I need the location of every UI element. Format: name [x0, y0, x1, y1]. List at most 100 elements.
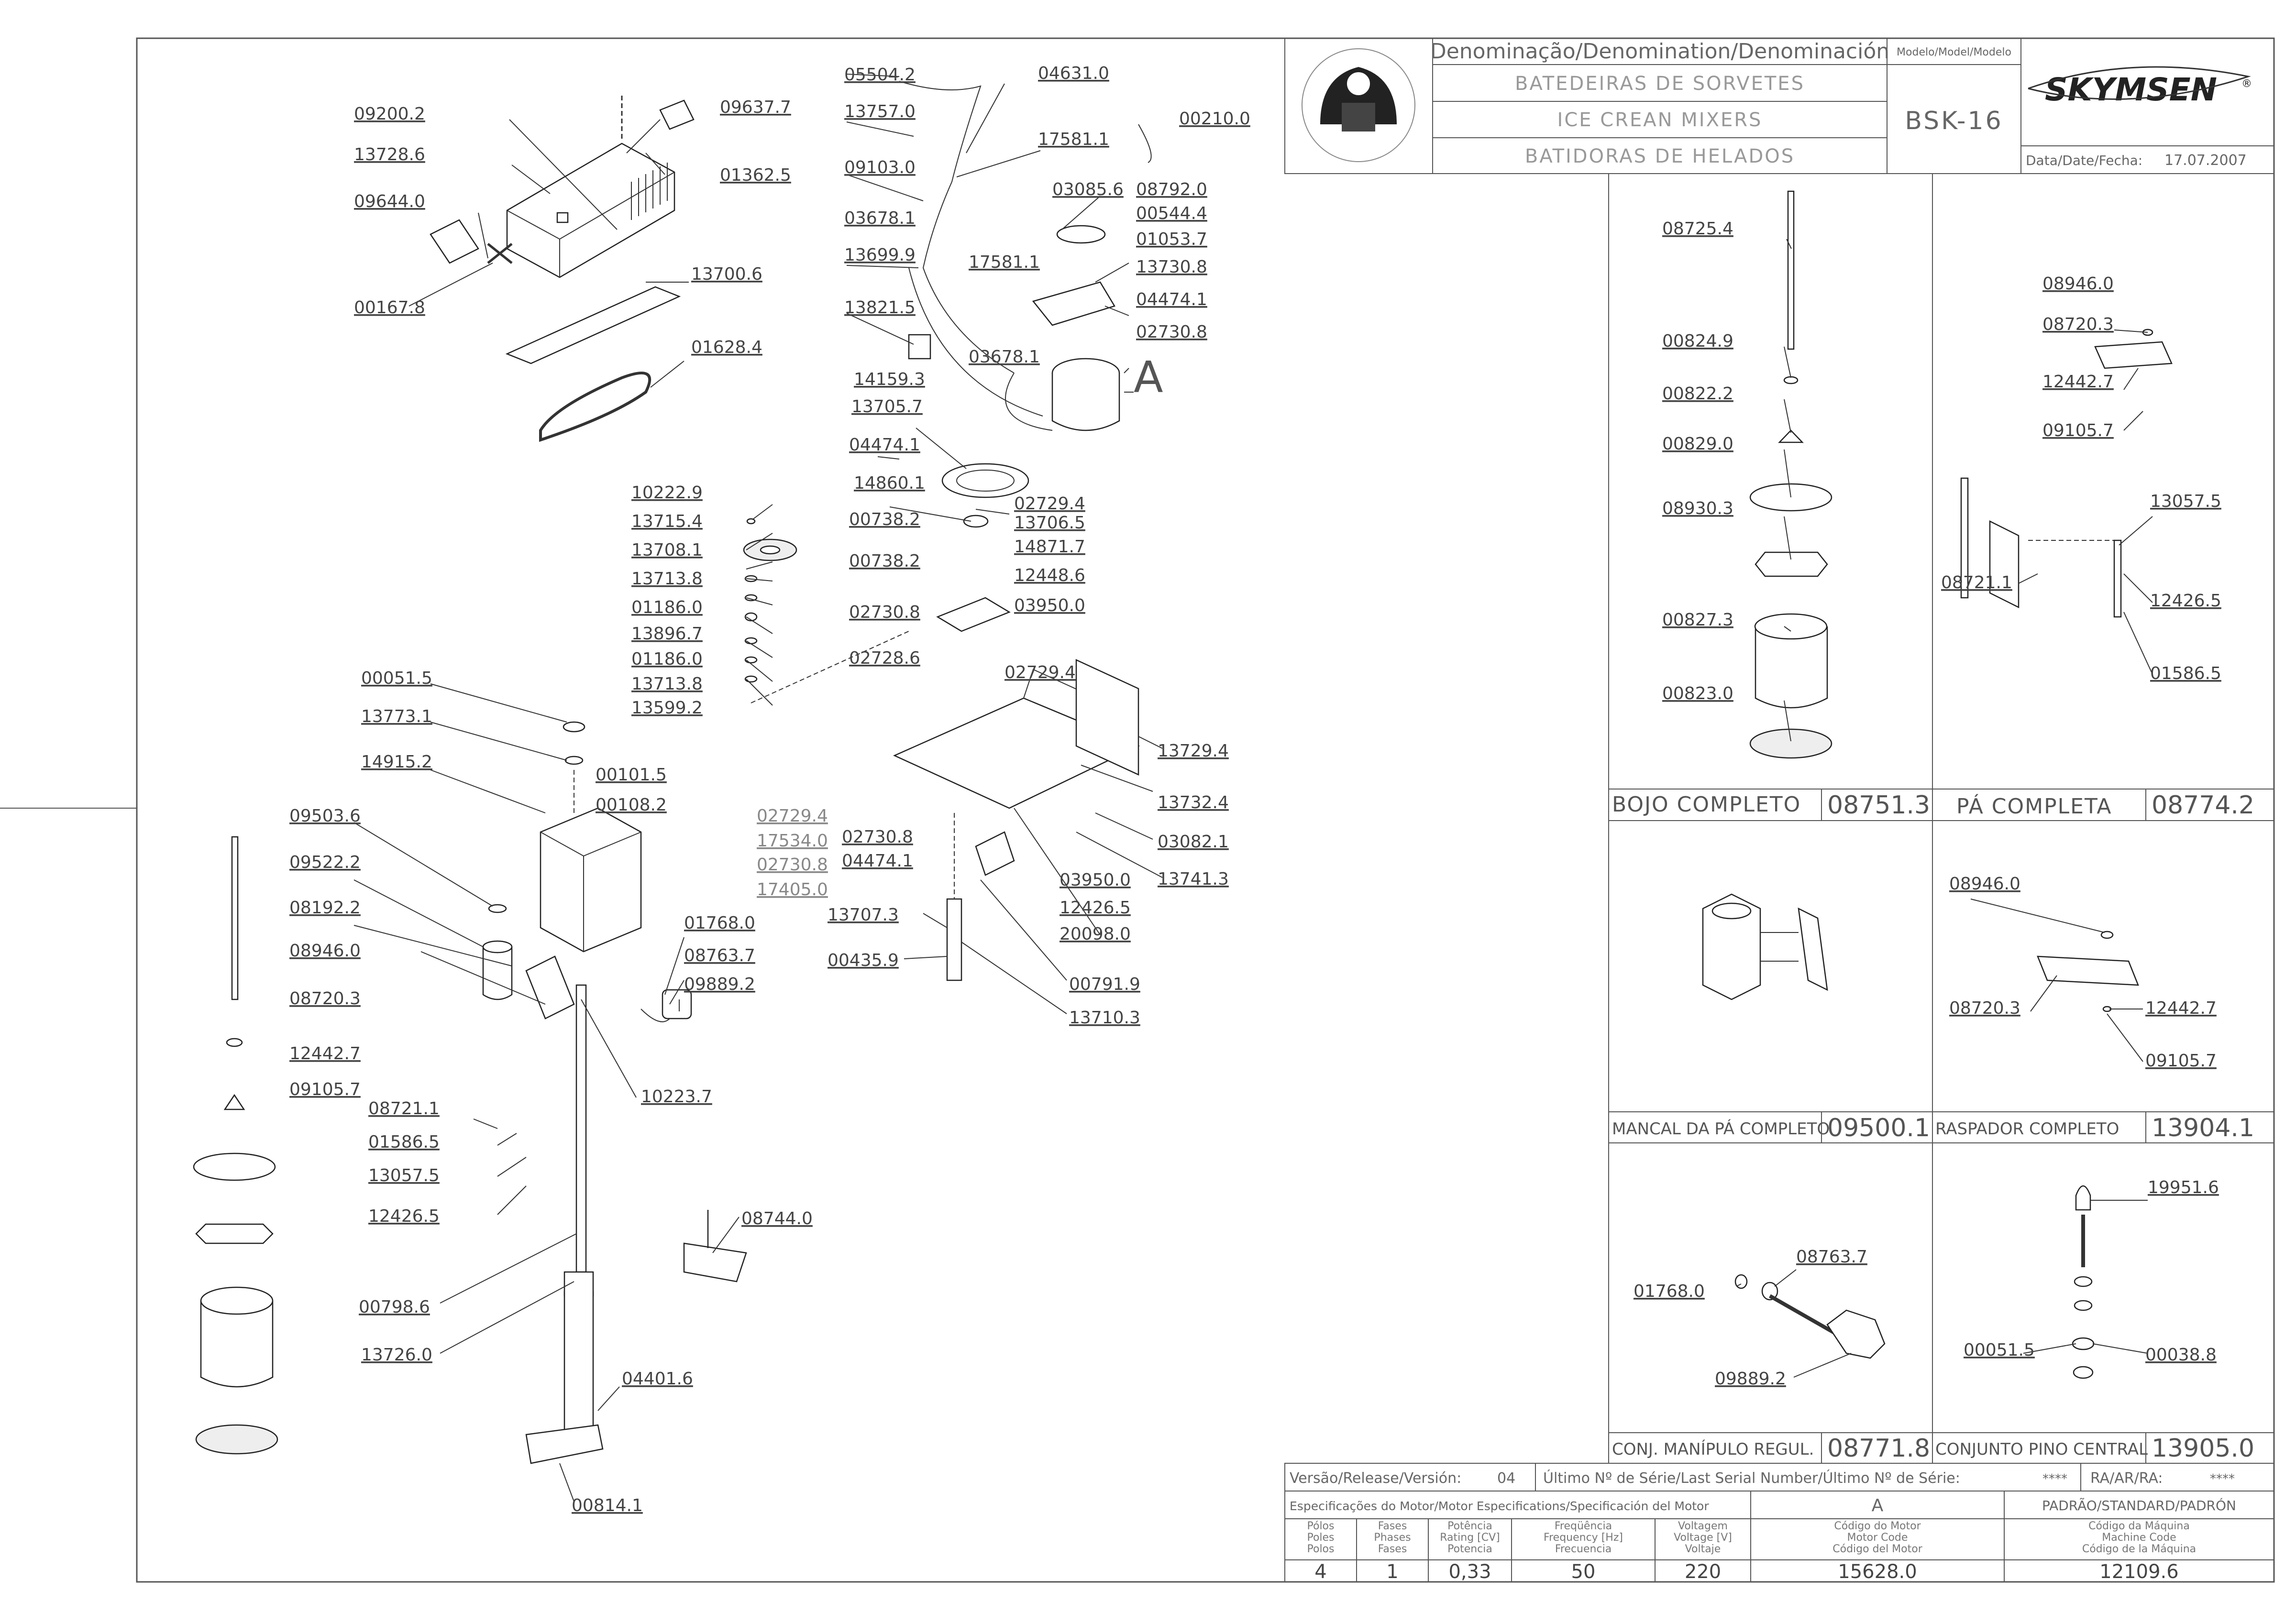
drawing-border — [136, 37, 2275, 1583]
svg-text:Freqüência: Freqüência — [1555, 1520, 1612, 1532]
spec-col-phases: Fases Phases Fases 1 — [1374, 1520, 1411, 1583]
paddle-complete-drawing — [1960, 329, 2173, 618]
part-number: 02730.8 — [842, 827, 913, 847]
part-number: 10223.7 — [641, 1087, 712, 1107]
part-number: 04474.1 — [849, 435, 920, 455]
spec-col-poles: Pólos Poles Polos 4 — [1307, 1520, 1334, 1583]
part-number: 08946.0 — [289, 941, 361, 961]
svg-text:Motor Code: Motor Code — [1847, 1532, 1908, 1544]
serial-value: **** — [2042, 1472, 2067, 1486]
part-number: 00738.2 — [849, 510, 920, 529]
svg-text:Voltage [V]: Voltage [V] — [1674, 1532, 1732, 1544]
bowl-complete-drawing — [1749, 190, 1832, 759]
part-number: 13707.3 — [828, 905, 899, 925]
spec-col-voltage: Voltagem Voltage [V] Voltaje 220 — [1674, 1520, 1732, 1583]
part-number: 12442.7 — [289, 1044, 361, 1064]
part-number: 08946.0 — [2042, 274, 2114, 294]
part-number: 19951.6 — [2148, 1178, 2219, 1197]
part-number: 09637.7 — [720, 98, 791, 117]
ra-label: RA/AR/RA: — [2090, 1470, 2163, 1487]
part-number: 00827.3 — [1662, 610, 1733, 630]
brand-registered-mark: ® — [2241, 78, 2252, 90]
part-number: 17581.1 — [969, 252, 1040, 272]
standard-label: PADRÃO/STANDARD/PADRÓN — [2042, 1497, 2236, 1513]
part-number: 13726.0 — [361, 1345, 432, 1365]
part-number: 13713.8 — [631, 674, 703, 694]
svg-text:Código da Máquina: Código da Máquina — [2088, 1520, 2190, 1532]
part-number: 08720.3 — [2042, 315, 2114, 334]
part-number-labels: 09200.2 09637.7 13728.6 01362.5 09644.0 … — [289, 64, 2221, 1515]
part-number: 13757.0 — [844, 102, 916, 121]
part-number: 04631.0 — [1038, 64, 1109, 83]
part-number: 02729.4 — [757, 806, 828, 826]
part-number: 20098.0 — [1060, 924, 1131, 944]
part-number: 12442.7 — [2042, 372, 2114, 392]
svg-text:Fases: Fases — [1378, 1543, 1407, 1555]
bowl-stack-drawing — [193, 836, 278, 1455]
svg-text:Rating [CV]: Rating [CV] — [1440, 1532, 1500, 1544]
svg-text:Potencia: Potencia — [1447, 1543, 1492, 1555]
part-number: 05504.2 — [844, 65, 916, 85]
leader-lines — [353, 74, 2153, 1502]
part-number: 13057.5 — [2150, 492, 2221, 511]
part-number: 03085.6 — [1052, 180, 1124, 199]
spec-col-rating: Potência Rating [CV] Potencia 0,33 — [1440, 1520, 1500, 1583]
motor-assembly-drawing: A — [899, 81, 1163, 431]
part-number: 12426.5 — [2150, 591, 2221, 611]
part-number: 00814.1 — [572, 1496, 643, 1515]
section-title-paddle-bearing: MANCAL DA PÁ COMPLETO — [1612, 1119, 1830, 1139]
part-number: 14159.3 — [854, 370, 925, 389]
svg-text:Poles: Poles — [1307, 1532, 1334, 1544]
part-number: 03678.1 — [969, 347, 1040, 367]
section-code-paddle-bearing: 09500.1 — [1827, 1114, 1930, 1142]
part-number: 00435.9 — [828, 951, 899, 970]
brand-logo: SKYMSEN — [2045, 71, 2217, 108]
section-code-center-pin: 13905.0 — [2152, 1434, 2254, 1463]
part-number: 13706.5 — [1014, 513, 1085, 533]
phases-value: 1 — [1386, 1561, 1398, 1583]
part-number: 01768.0 — [1634, 1282, 1705, 1301]
part-number: 03678.1 — [844, 208, 916, 228]
part-number: 04474.1 — [842, 851, 913, 871]
part-number: 13741.3 — [1158, 869, 1229, 889]
date-value: 17.07.2007 — [2164, 152, 2247, 169]
part-number: 13599.2 — [631, 698, 703, 718]
rating-value: 0,33 — [1448, 1561, 1491, 1583]
part-number: 08744.0 — [741, 1209, 813, 1228]
date-label: Data/Date/Fecha: — [2026, 153, 2142, 168]
part-number: 01186.0 — [631, 598, 703, 617]
part-number: 00829.0 — [1662, 434, 1733, 454]
scraper-complete-drawing — [2037, 931, 2139, 1012]
frequency-value: 50 — [1571, 1561, 1596, 1583]
part-number: 14860.1 — [854, 473, 925, 493]
authorized-service-stamp — [1302, 48, 1415, 162]
section-title-center-pin: CONJUNTO PINO CENTRAL — [1935, 1440, 2148, 1459]
brand-swoosh — [2028, 66, 2251, 100]
base-frame-drawing — [893, 659, 1140, 981]
section-title-paddle: PÁ COMPLETA — [1956, 793, 2112, 819]
part-number: 13708.1 — [631, 540, 703, 560]
svg-text:Voltaje: Voltaje — [1685, 1543, 1721, 1555]
motor-spec-label: Especificações do Motor/Motor Especifica… — [1290, 1499, 1709, 1513]
spec-col-frequency: Freqüência Frequency [Hz] Frecuencia 50 — [1544, 1520, 1623, 1583]
part-number: 13773.1 — [361, 707, 432, 726]
part-number: 00823.0 — [1662, 684, 1733, 703]
part-number: 14915.2 — [361, 752, 432, 772]
part-number: 09522.2 — [289, 853, 361, 872]
part-number: 12426.5 — [1060, 898, 1131, 918]
name-portuguese: BATEDEIRAS DE SORVETES — [1515, 73, 1805, 95]
ra-value: **** — [2210, 1472, 2235, 1486]
part-number: 04474.1 — [1136, 290, 1207, 309]
part-number: 08725.4 — [1662, 219, 1733, 239]
part-number: 17581.1 — [1038, 130, 1109, 149]
part-number: 09889.2 — [684, 975, 755, 994]
svg-text:Phases: Phases — [1374, 1532, 1411, 1544]
part-number: 00791.9 — [1069, 975, 1140, 994]
part-number: 13700.6 — [691, 264, 762, 284]
title-block: Denominação/Denomination/Denominación Mo… — [1284, 38, 2274, 174]
motor-letter: A — [1872, 1496, 1884, 1515]
part-number: 08721.1 — [368, 1099, 440, 1119]
part-number: 02730.8 — [757, 855, 828, 875]
part-number: 17534.0 — [757, 831, 828, 851]
column-assembly-drawing — [482, 721, 747, 1464]
